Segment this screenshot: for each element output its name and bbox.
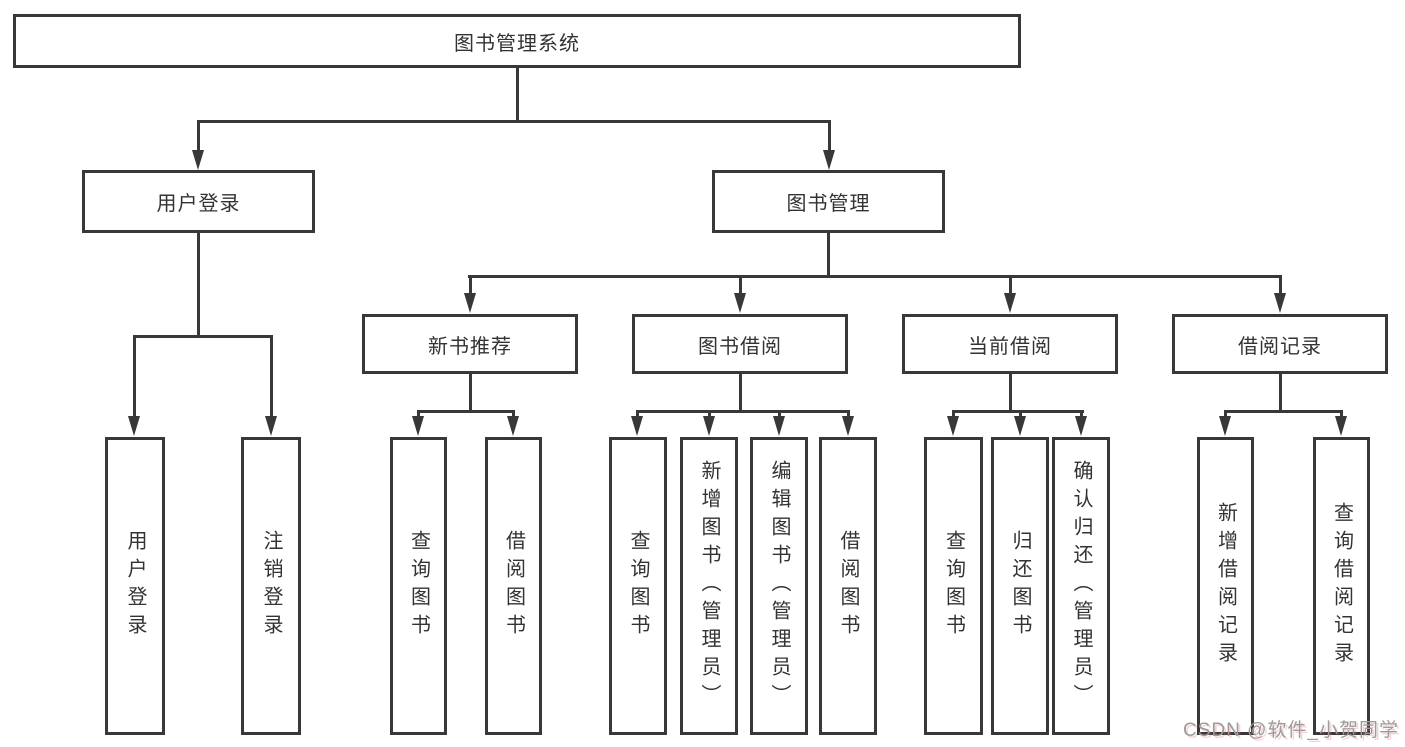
node-user-login: 用户登录 [82, 170, 315, 233]
leaf-borrow-borrow-books: 借阅图书 [819, 437, 877, 735]
csdn-watermark: CSDN @软件_小贺同学 [1183, 720, 1399, 741]
conn-records-drop-1 [1224, 410, 1227, 418]
node-root: 图书管理系统 [13, 14, 1021, 68]
conn-mgmt-stem [827, 232, 830, 277]
arrow-current-borrow [1004, 293, 1016, 313]
leaf-rec-query-books: 查询图书 [390, 437, 447, 735]
conn-records-stem [1279, 372, 1282, 413]
conn-borrow-drop-3 [778, 410, 781, 418]
conn-borrow-hline [636, 410, 850, 413]
conn-l3-drop-current [1009, 275, 1012, 295]
arrow-borrow-records [1274, 293, 1286, 313]
arrow-rec-borrow [507, 416, 519, 436]
leaf-records-add-record: 新增借阅记录 [1197, 437, 1254, 735]
node-book-borrow: 图书借阅 [632, 314, 848, 374]
conn-login-hline [133, 335, 273, 338]
conn-borrow-drop-4 [847, 410, 850, 418]
leaf-logout: 注销登录 [241, 437, 301, 735]
conn-root-stem [516, 67, 519, 123]
arrow-borrow-query [631, 416, 643, 436]
leaf-user-login: 用户登录 [105, 437, 165, 735]
conn-login-stem [197, 232, 200, 337]
conn-records-hline [1224, 410, 1343, 413]
node-current-borrow: 当前借阅 [902, 314, 1118, 374]
conn-rec-hline [417, 410, 515, 413]
conn-records-drop-2 [1340, 410, 1343, 418]
leaf-current-confirm-return: 确认归还（管理员） [1052, 437, 1110, 735]
arrow-book-borrow [734, 293, 746, 313]
leaf-current-query-books: 查询图书 [924, 437, 983, 735]
leaf-borrow-query-books: 查询图书 [609, 437, 667, 735]
leaf-records-query-record: 查询借阅记录 [1313, 437, 1370, 735]
arrow-records-add [1219, 416, 1231, 436]
arrow-user-login [192, 150, 204, 170]
arrow-current-query [947, 416, 959, 436]
leaf-current-return-books: 归还图书 [991, 437, 1049, 735]
conn-l2-drop-right [828, 120, 831, 152]
arrow-records-query [1335, 416, 1347, 436]
conn-current-hline [952, 410, 1084, 413]
arrow-borrow-borrow [842, 416, 854, 436]
node-book-mgmt: 图书管理 [712, 170, 945, 233]
node-new-book-rec: 新书推荐 [362, 314, 578, 374]
arrow-new-book-rec [464, 293, 476, 313]
conn-borrow-drop-1 [636, 410, 639, 418]
conn-login-drop-2 [270, 335, 273, 418]
conn-l3-drop-rec [469, 275, 472, 295]
conn-current-stem [1009, 372, 1012, 413]
conn-borrow-stem [739, 372, 742, 413]
conn-current-drop-2 [1019, 410, 1022, 418]
conn-l3-drop-records [1279, 275, 1282, 295]
arrow-current-confirm [1075, 416, 1087, 436]
node-borrow-records: 借阅记录 [1172, 314, 1388, 374]
arrow-borrow-edit [773, 416, 785, 436]
conn-rec-stem [469, 372, 472, 413]
conn-login-drop-1 [133, 335, 136, 418]
leaf-borrow-edit-books: 编辑图书（管理员） [750, 437, 808, 735]
conn-rec-drop-2 [512, 410, 515, 418]
conn-rec-drop-1 [417, 410, 420, 418]
arrow-borrow-add [703, 416, 715, 436]
arrow-leaf-logout [265, 416, 277, 436]
leaf-borrow-add-books: 新增图书（管理员） [680, 437, 738, 735]
arrow-leaf-user-login [128, 416, 140, 436]
conn-current-drop-3 [1080, 410, 1083, 418]
conn-current-drop-1 [952, 410, 955, 418]
arrow-rec-query [412, 416, 424, 436]
conn-l2-hline [197, 120, 831, 123]
conn-borrow-drop-2 [708, 410, 711, 418]
conn-l3-drop-borrow [739, 275, 742, 295]
arrow-book-mgmt [823, 150, 835, 170]
arrow-current-return [1014, 416, 1026, 436]
leaf-rec-borrow-books: 借阅图书 [485, 437, 542, 735]
conn-l3-hline [468, 275, 1281, 278]
conn-l2-drop-left [197, 120, 200, 152]
